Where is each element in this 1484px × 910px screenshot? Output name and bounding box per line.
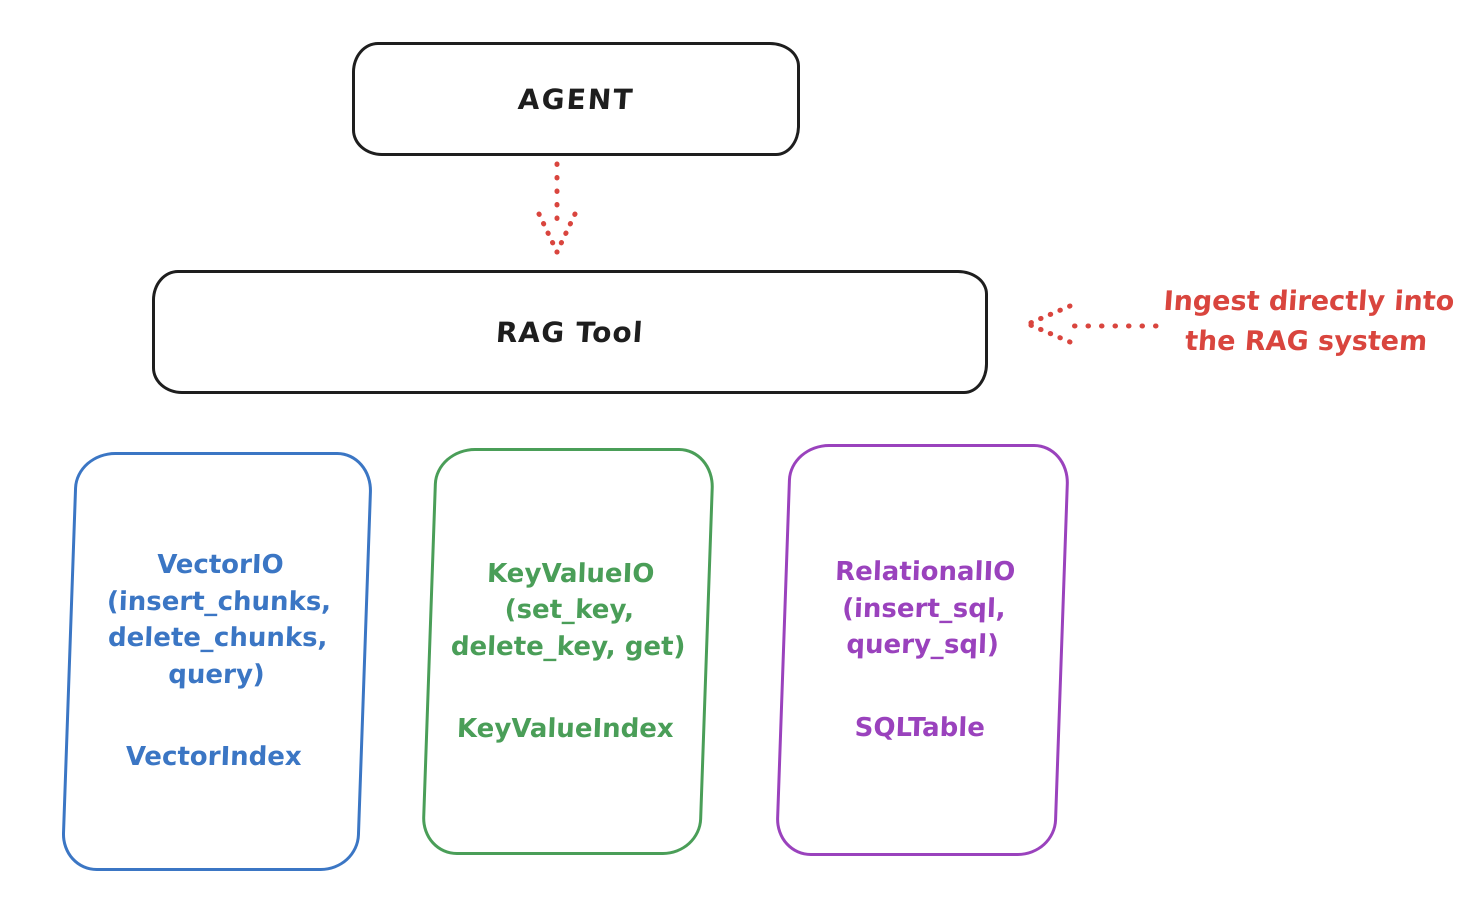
keyvalue-io-methods-line2: delete_key, get) <box>450 631 686 662</box>
ingest-annotation-line1: Ingest directly into <box>1162 286 1456 317</box>
ingest-annotation-line2: the RAG system <box>1183 326 1429 357</box>
relational-io-box: RelationalIO (insert_sql, query_sql) SQL… <box>774 444 1071 856</box>
relational-io-title: RelationalIO <box>834 557 1016 587</box>
rag-tool-box: RAG Tool <box>152 270 988 394</box>
vector-io-title: VectorIO <box>156 550 285 581</box>
keyvalue-index-label: KeyValueIndex <box>456 714 675 744</box>
relational-io-methods-line1: (insert_sql, <box>841 593 1007 624</box>
vector-io-box: VectorIO (insert_chunks, delete_chunks, … <box>60 452 374 871</box>
rag-tool-box-label: RAG Tool <box>495 315 645 349</box>
ingest-annotation-text: Ingest directly into the RAG system <box>1137 282 1478 362</box>
relational-io-methods-line2: query_sql) <box>845 630 1000 660</box>
vector-io-methods-line1: (insert_chunks, <box>106 586 332 617</box>
sql-table-label: SQLTable <box>854 712 986 743</box>
keyvalue-io-box: KeyValueIO (set_key, delete_key, get) Ke… <box>420 448 716 855</box>
ingest-annotation-dotted-arrow-icon <box>1025 303 1159 345</box>
vector-io-methods-line3: query) <box>167 659 266 690</box>
vector-io-methods-line2: delete_chunks, <box>107 623 329 654</box>
vector-index-label: VectorIndex <box>125 742 303 773</box>
keyvalue-io-title: KeyValueIO <box>486 558 655 589</box>
agent-box-label: AGENT <box>516 82 636 116</box>
agent-box: AGENT <box>352 42 800 156</box>
keyvalue-io-methods-line1: (set_key, <box>504 595 635 625</box>
agent-to-rag-dotted-arrow-icon <box>536 161 578 255</box>
